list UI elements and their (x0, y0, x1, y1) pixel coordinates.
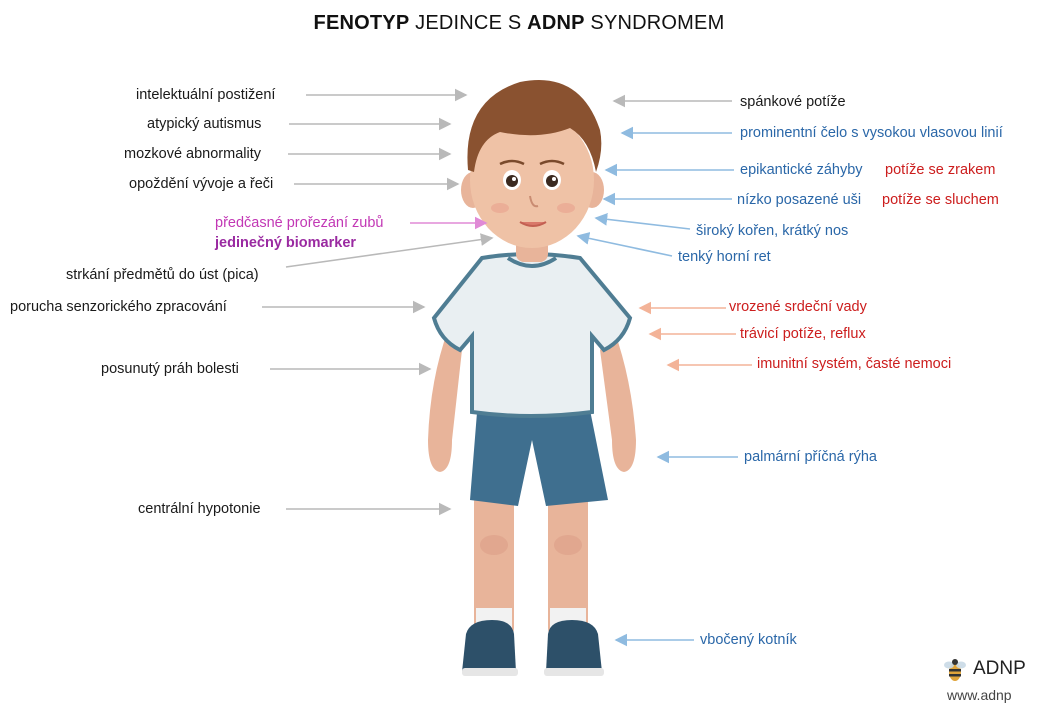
label-immune-system: imunitní systém, časté nemoci (757, 355, 951, 373)
arrow-nose (596, 218, 690, 229)
adnp-logo: ADNP www.adnp (935, 655, 1038, 705)
bee-icon (943, 657, 967, 683)
label-unique-biomarker: jedinečný biomarker (215, 234, 356, 252)
label-vision-problems: potíže se zrakem (885, 161, 995, 179)
arrow-lip (578, 236, 672, 256)
label-pain-threshold: posunutý práh bolesti (101, 360, 239, 378)
logo-url: www.adnp (947, 687, 1012, 703)
logo-name: ADNP (973, 658, 1026, 680)
label-early-teeth: předčasné prořezání zubů (215, 214, 383, 232)
label-atypical-autism: atypický autismus (147, 115, 261, 133)
label-central-hypotonia: centrální hypotonie (138, 500, 261, 518)
label-thin-upper-lip: tenký horní ret (678, 248, 771, 266)
label-development-delay: opoždění vývoje a řeči (129, 175, 273, 193)
label-prominent-forehead: prominentní čelo s vysokou vlasovou lini… (740, 124, 1003, 142)
label-hearing-problems: potíže se sluchem (882, 191, 999, 209)
label-pica: strkání předmětů do úst (pica) (66, 266, 259, 284)
label-digestive-issues: trávicí potíže, reflux (740, 325, 866, 343)
label-epicanthic-folds: epikantické záhyby (740, 161, 863, 179)
label-broad-nose-root: široký kořen, krátký nos (696, 222, 848, 240)
label-heart-defects: vrozené srdeční vady (729, 298, 867, 316)
label-ankle-valgus: vbočený kotník (700, 631, 797, 649)
label-sensory-processing: porucha senzorického zpracování (10, 298, 227, 316)
label-intellectual-disability: intelektuální postižení (136, 86, 275, 104)
label-palmar-crease: palmární příčná rýha (744, 448, 877, 466)
label-brain-abnormalities: mozkové abnormality (124, 145, 261, 163)
label-low-set-ears: nízko posazené uši (737, 191, 861, 209)
label-sleep-issues: spánkové potíže (740, 93, 846, 111)
